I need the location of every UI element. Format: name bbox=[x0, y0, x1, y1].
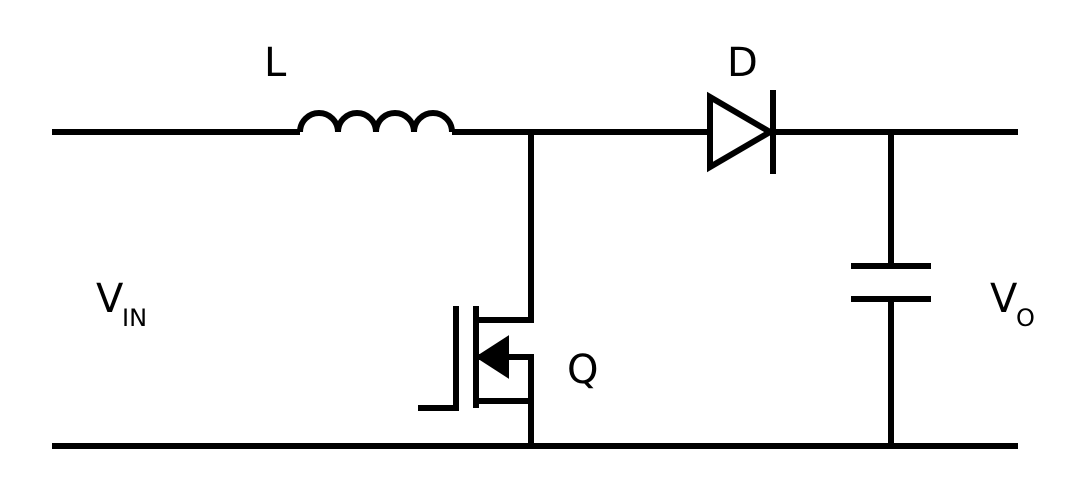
diode-symbol bbox=[707, 91, 776, 173]
inductor-label: L bbox=[264, 40, 287, 86]
transistor-label: Q bbox=[567, 347, 598, 393]
output-voltage-label: V O bbox=[990, 276, 1035, 332]
mosfet-symbol bbox=[418, 306, 534, 411]
diode-label: D bbox=[727, 40, 758, 86]
mosfet-arrow bbox=[475, 335, 509, 379]
inductor-symbol bbox=[297, 110, 455, 133]
svg-text:O: O bbox=[1016, 304, 1035, 332]
svg-text:V: V bbox=[96, 276, 124, 322]
svg-text:IN: IN bbox=[122, 304, 147, 332]
input-voltage-label: V IN bbox=[96, 276, 147, 332]
svg-text:V: V bbox=[990, 276, 1018, 322]
